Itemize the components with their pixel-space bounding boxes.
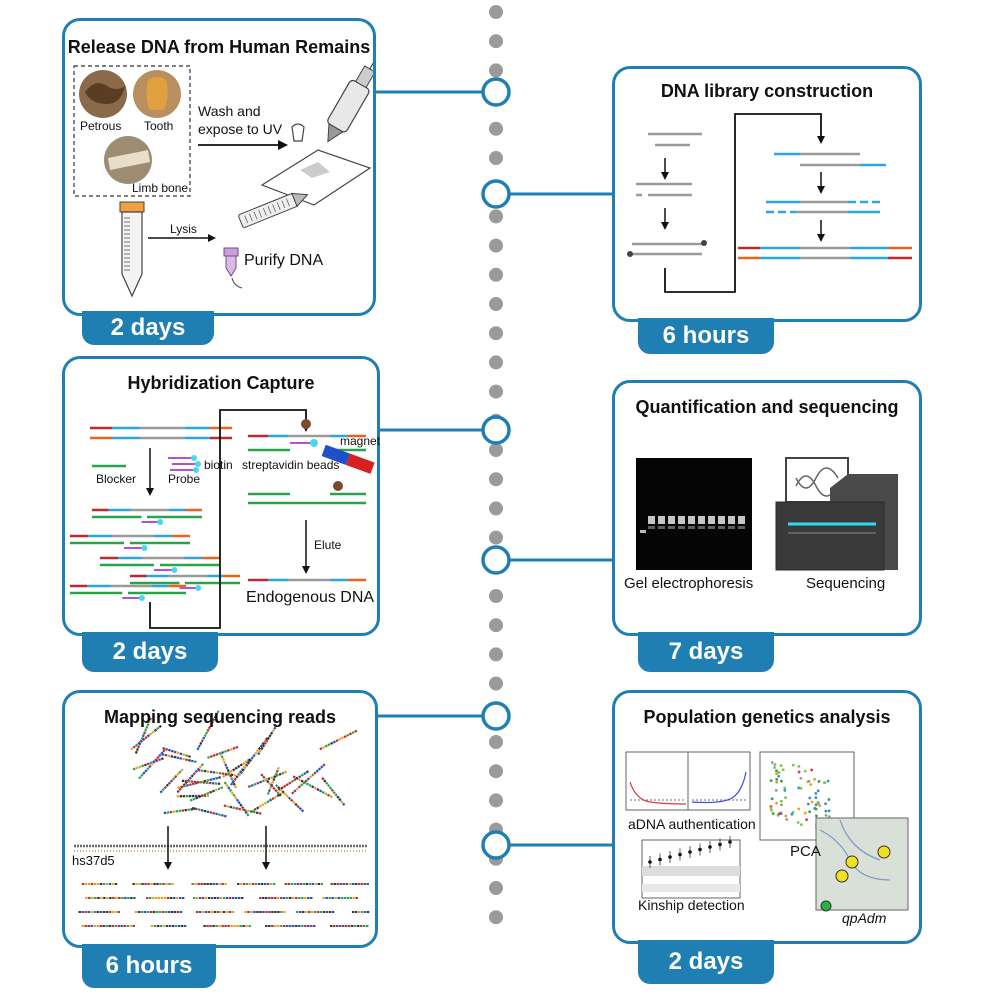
panel-quant: Quantification and sequencing — [612, 380, 922, 636]
timeline-dot — [489, 326, 503, 341]
endogenous-label: Endogenous DNA — [246, 589, 375, 606]
panel-title: Mapping sequencing reads — [103, 707, 337, 727]
timeline-dot — [489, 63, 503, 78]
magnet-icon — [321, 444, 375, 474]
timeline-dot — [489, 238, 503, 253]
magnet-label: magnet — [340, 434, 381, 448]
limb-bone-label: Limb bone — [132, 181, 189, 195]
duration-badge: 6 hours — [638, 318, 774, 354]
purify-label: Purify DNA — [244, 252, 324, 269]
uv-lamp-icon — [327, 58, 377, 143]
timeline-dot — [489, 472, 503, 487]
blocker-label: Blocker — [96, 472, 137, 486]
kinship-label: Kinship detection — [638, 897, 745, 913]
adna-plot — [625, 751, 751, 811]
panel-title: Quantification and sequencing — [635, 397, 899, 417]
panel-title: Release DNA from Human Remains — [67, 37, 371, 57]
petrous-label: Petrous — [80, 119, 122, 133]
spin-column-icon — [223, 247, 243, 289]
adna-label: aDNA authentication — [628, 816, 756, 832]
expose-label: expose to UV — [198, 121, 283, 137]
mapping-art — [74, 710, 370, 927]
library-art — [627, 113, 912, 293]
timeline-dot — [489, 910, 503, 925]
probe-label: Probe — [168, 472, 201, 486]
panel-title: Hybridization Capture — [127, 373, 315, 393]
timeline-dot — [489, 121, 503, 136]
seq-label: Sequencing — [806, 575, 886, 592]
ring-popgen — [481, 830, 511, 860]
duration-badge: 2 days — [82, 632, 218, 672]
pca-label: PCA — [790, 843, 821, 860]
duration-badge: 6 hours — [82, 944, 216, 988]
wash-label: Wash and — [198, 103, 261, 119]
quant-art — [636, 457, 898, 571]
qpadm-map — [815, 817, 909, 912]
timeline-dot — [489, 647, 503, 662]
timeline-dot — [489, 443, 503, 457]
timeline-dot — [489, 589, 503, 603]
gel-image — [636, 458, 752, 570]
timeline-dot — [489, 209, 503, 224]
panel-title: DNA library construction — [660, 81, 874, 101]
bead-icon — [301, 419, 311, 429]
biotin-label: biotin — [204, 458, 233, 472]
timeline-dot — [489, 881, 503, 895]
panel-mapping: Mapping sequencing reads — [62, 690, 378, 948]
ring-release — [481, 77, 511, 107]
connectors — [375, 90, 612, 847]
tooth-label: Tooth — [144, 119, 174, 133]
timeline-dot — [489, 297, 503, 311]
panel-hybrid: Hybridization Capture — [62, 356, 380, 636]
pipette-icon — [238, 192, 309, 228]
duration-badge: 2 days — [638, 940, 774, 984]
ring-mapping — [481, 701, 511, 731]
timeline-dot — [489, 151, 503, 165]
panel-library: DNA library construction — [612, 66, 922, 322]
ring-hybrid — [481, 415, 511, 445]
hybrid-art — [70, 409, 375, 629]
qpadm-label: qpAdm — [842, 910, 887, 926]
timeline-dot — [489, 267, 503, 282]
popgen-art — [625, 751, 909, 912]
ring-quant — [481, 545, 511, 575]
timeline-dot — [489, 764, 503, 779]
panel-title: Population genetics analysis — [643, 707, 891, 727]
ring-library — [481, 179, 511, 209]
reference-label: hs37d5 — [72, 853, 115, 868]
tooth-icon — [291, 123, 305, 142]
timeline-dots — [489, 5, 503, 925]
gel-label: Gel electrophoresis — [624, 575, 754, 592]
timeline-dot — [489, 355, 503, 370]
timeline-dot — [489, 530, 503, 545]
falcon-tube-icon — [119, 201, 145, 298]
elute-label: Elute — [314, 538, 342, 552]
timeline-dot — [489, 34, 503, 49]
timeline-rings — [481, 77, 511, 860]
timeline-dot — [489, 735, 503, 749]
lysis-label: Lysis — [170, 222, 197, 236]
panel-release: Release DNA from Human Remains — [62, 18, 376, 316]
kinship-plot — [641, 836, 741, 899]
duration-badge: 2 days — [82, 311, 214, 345]
beads-label: streptavidin beads — [242, 458, 340, 472]
release-art — [73, 58, 377, 298]
timeline-dot — [489, 676, 503, 691]
timeline-dot — [489, 618, 503, 633]
duration-badge: 7 days — [638, 632, 774, 672]
timeline-dot — [489, 793, 503, 808]
sequencer-icon — [775, 457, 898, 571]
timeline-dot — [489, 384, 503, 399]
timeline-dot — [489, 5, 503, 19]
timeline-dot — [489, 501, 503, 516]
